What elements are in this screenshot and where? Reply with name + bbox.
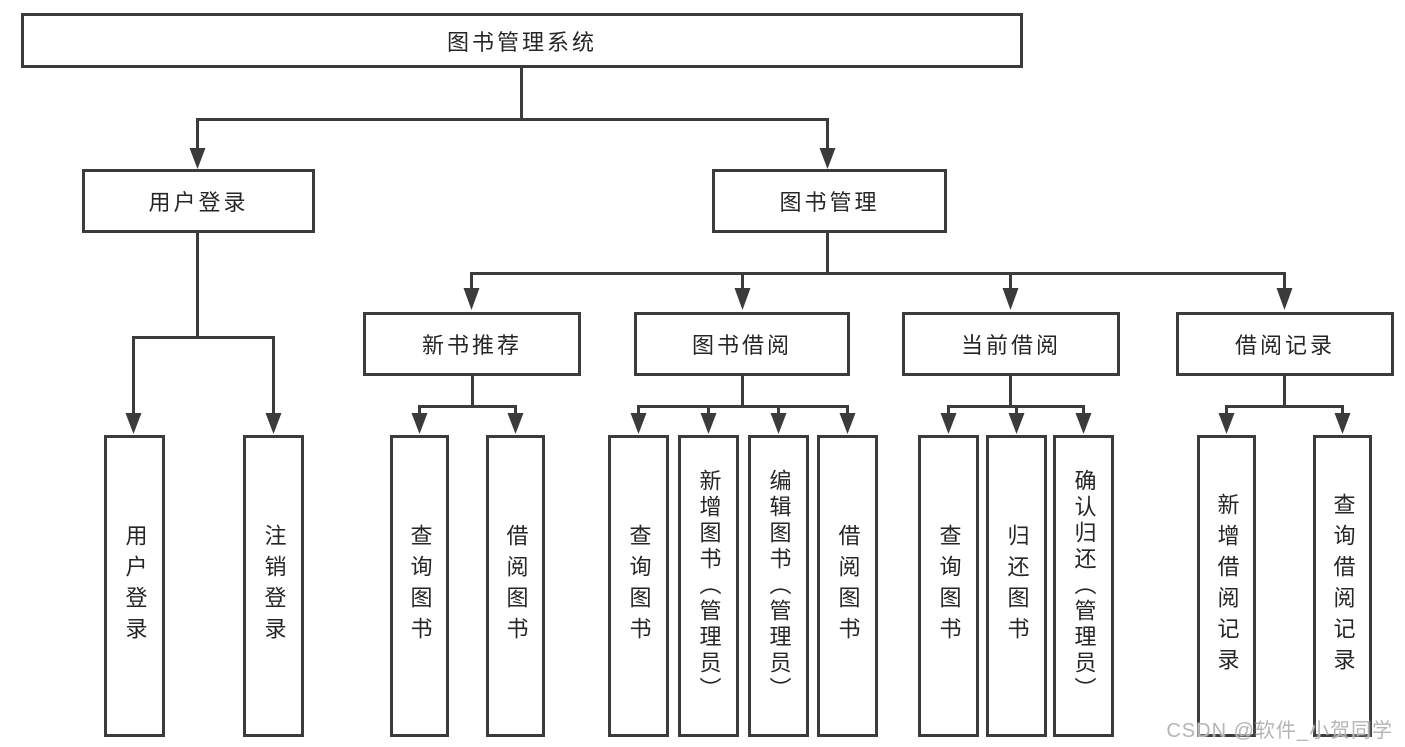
leaf-return-books: 归还图书 (986, 435, 1047, 737)
leaf-add-books-admin: 新增图书（管理员） (678, 435, 739, 737)
leaf-query-borrow-record: 查询借阅记录 (1313, 435, 1372, 737)
leaf-current-query-books: 查询图书 (918, 435, 979, 737)
node-root-system: 图书管理系统 (21, 13, 1023, 68)
node-book-borrow: 图书借阅 (634, 312, 850, 376)
leaf-borrow-books: 借阅图书 (817, 435, 878, 737)
leaf-borrow-query-books: 查询图书 (608, 435, 669, 737)
node-user-login: 用户登录 (82, 169, 315, 233)
leaf-recommend-borrow-books: 借阅图书 (486, 435, 545, 737)
node-borrow-record: 借阅记录 (1176, 312, 1394, 376)
arrowheads (125, 148, 1351, 434)
leaf-user-login: 用户登录 (104, 435, 165, 737)
leaf-logout: 注销登录 (243, 435, 304, 737)
node-current-borrow: 当前借阅 (902, 312, 1120, 376)
leaf-recommend-query-books: 查询图书 (390, 435, 449, 737)
leaf-confirm-return-admin: 确认归还（管理员） (1053, 435, 1114, 737)
tree-branch-lines (132, 68, 1344, 415)
csdn-watermark: CSDN @软件_小贺同学 (1166, 720, 1393, 742)
node-new-book-recommend: 新书推荐 (363, 312, 581, 376)
node-book-management: 图书管理 (712, 169, 947, 233)
leaf-add-borrow-record: 新增借阅记录 (1197, 435, 1256, 737)
leaf-edit-books-admin: 编辑图书（管理员） (748, 435, 809, 737)
